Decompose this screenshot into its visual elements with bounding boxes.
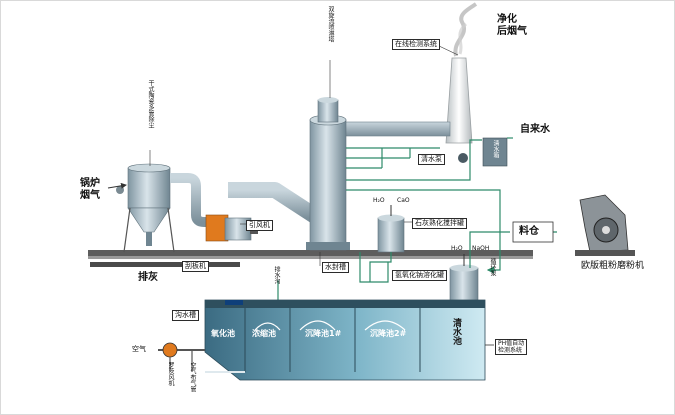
leader-lines — [149, 44, 459, 266]
clear-water-tank-label: 清水箱 — [492, 140, 499, 158]
h2o-b-label: H₂O — [451, 245, 463, 252]
boiler-gas-label: 锅炉 烟气 — [80, 178, 100, 201]
feed-bin-box — [512, 221, 554, 243]
induced-fan — [205, 214, 258, 242]
ph-monitor-label: PH值自动 检测系统 — [495, 339, 528, 355]
induced-fan-label: 引风机 — [246, 220, 273, 231]
scrubber-label: 双旋流喷淋塔 — [327, 6, 334, 42]
flue-duct-to-chimney — [344, 121, 451, 137]
lime-tank — [377, 205, 405, 253]
lime-tank-label: 石灰熟化搅拌罐 — [412, 218, 467, 229]
clear-water-tank — [458, 137, 513, 167]
naoh-tank-label: 氢氧化钠溶化罐 — [392, 270, 447, 281]
naoh-tank — [449, 254, 479, 307]
scraper-conveyor-label: 刮板机 — [182, 261, 209, 272]
drain-channel-label: 排水沟 — [273, 266, 280, 284]
online-monitoring-label: 在线检测系统 — [392, 39, 440, 50]
cao-label: CaO — [397, 197, 410, 204]
feed-bin-label: 料仓 — [519, 226, 539, 237]
pools — [204, 299, 486, 381]
grinder-machine — [575, 194, 635, 256]
naoh-label: NaOH — [472, 245, 490, 252]
spray-lines — [346, 139, 501, 274]
ground-rail — [88, 250, 533, 267]
ash-discharge-label: 排灰 — [138, 272, 158, 283]
water-seal-label: 水封槽 — [322, 262, 349, 273]
clear-water-pool-label: 清水池 — [451, 318, 461, 345]
dust-collector-label: 干式陶瓷多管除尘 — [147, 80, 154, 128]
boiler-gas-icon — [107, 182, 127, 194]
tap-water-label: 自来水 — [520, 124, 550, 135]
fan-duct — [221, 182, 323, 225]
chimney — [445, 2, 478, 144]
clear-water-pump-label: 清水泵 — [418, 154, 445, 165]
circulation-pump-label: 循环泵 — [489, 258, 496, 276]
collection-tank-label: 沟水槽 — [172, 310, 199, 321]
air-blower — [158, 342, 205, 372]
dust-collector — [123, 163, 222, 253]
oxidation-pool-label: 氧化池 — [211, 329, 235, 338]
grinder-label: 欧版粗粉磨粉机 — [581, 261, 645, 271]
settling-pool-2-label: 沉降池2# — [370, 329, 407, 338]
air-aeration-pipe-label: 空气布气管 — [189, 362, 196, 392]
scrubber-tower — [306, 97, 350, 251]
h2o-a-label: H₂O — [373, 197, 385, 204]
air-label: 空气 — [132, 345, 146, 353]
roots-blower-label: 罗茨风机 — [167, 362, 174, 386]
clean-gas-label: 净化 后烟气 — [497, 14, 527, 37]
concentration-pool-label: 浓缩池 — [252, 329, 276, 338]
settling-pool-1-label: 沉降池1# — [305, 329, 342, 338]
